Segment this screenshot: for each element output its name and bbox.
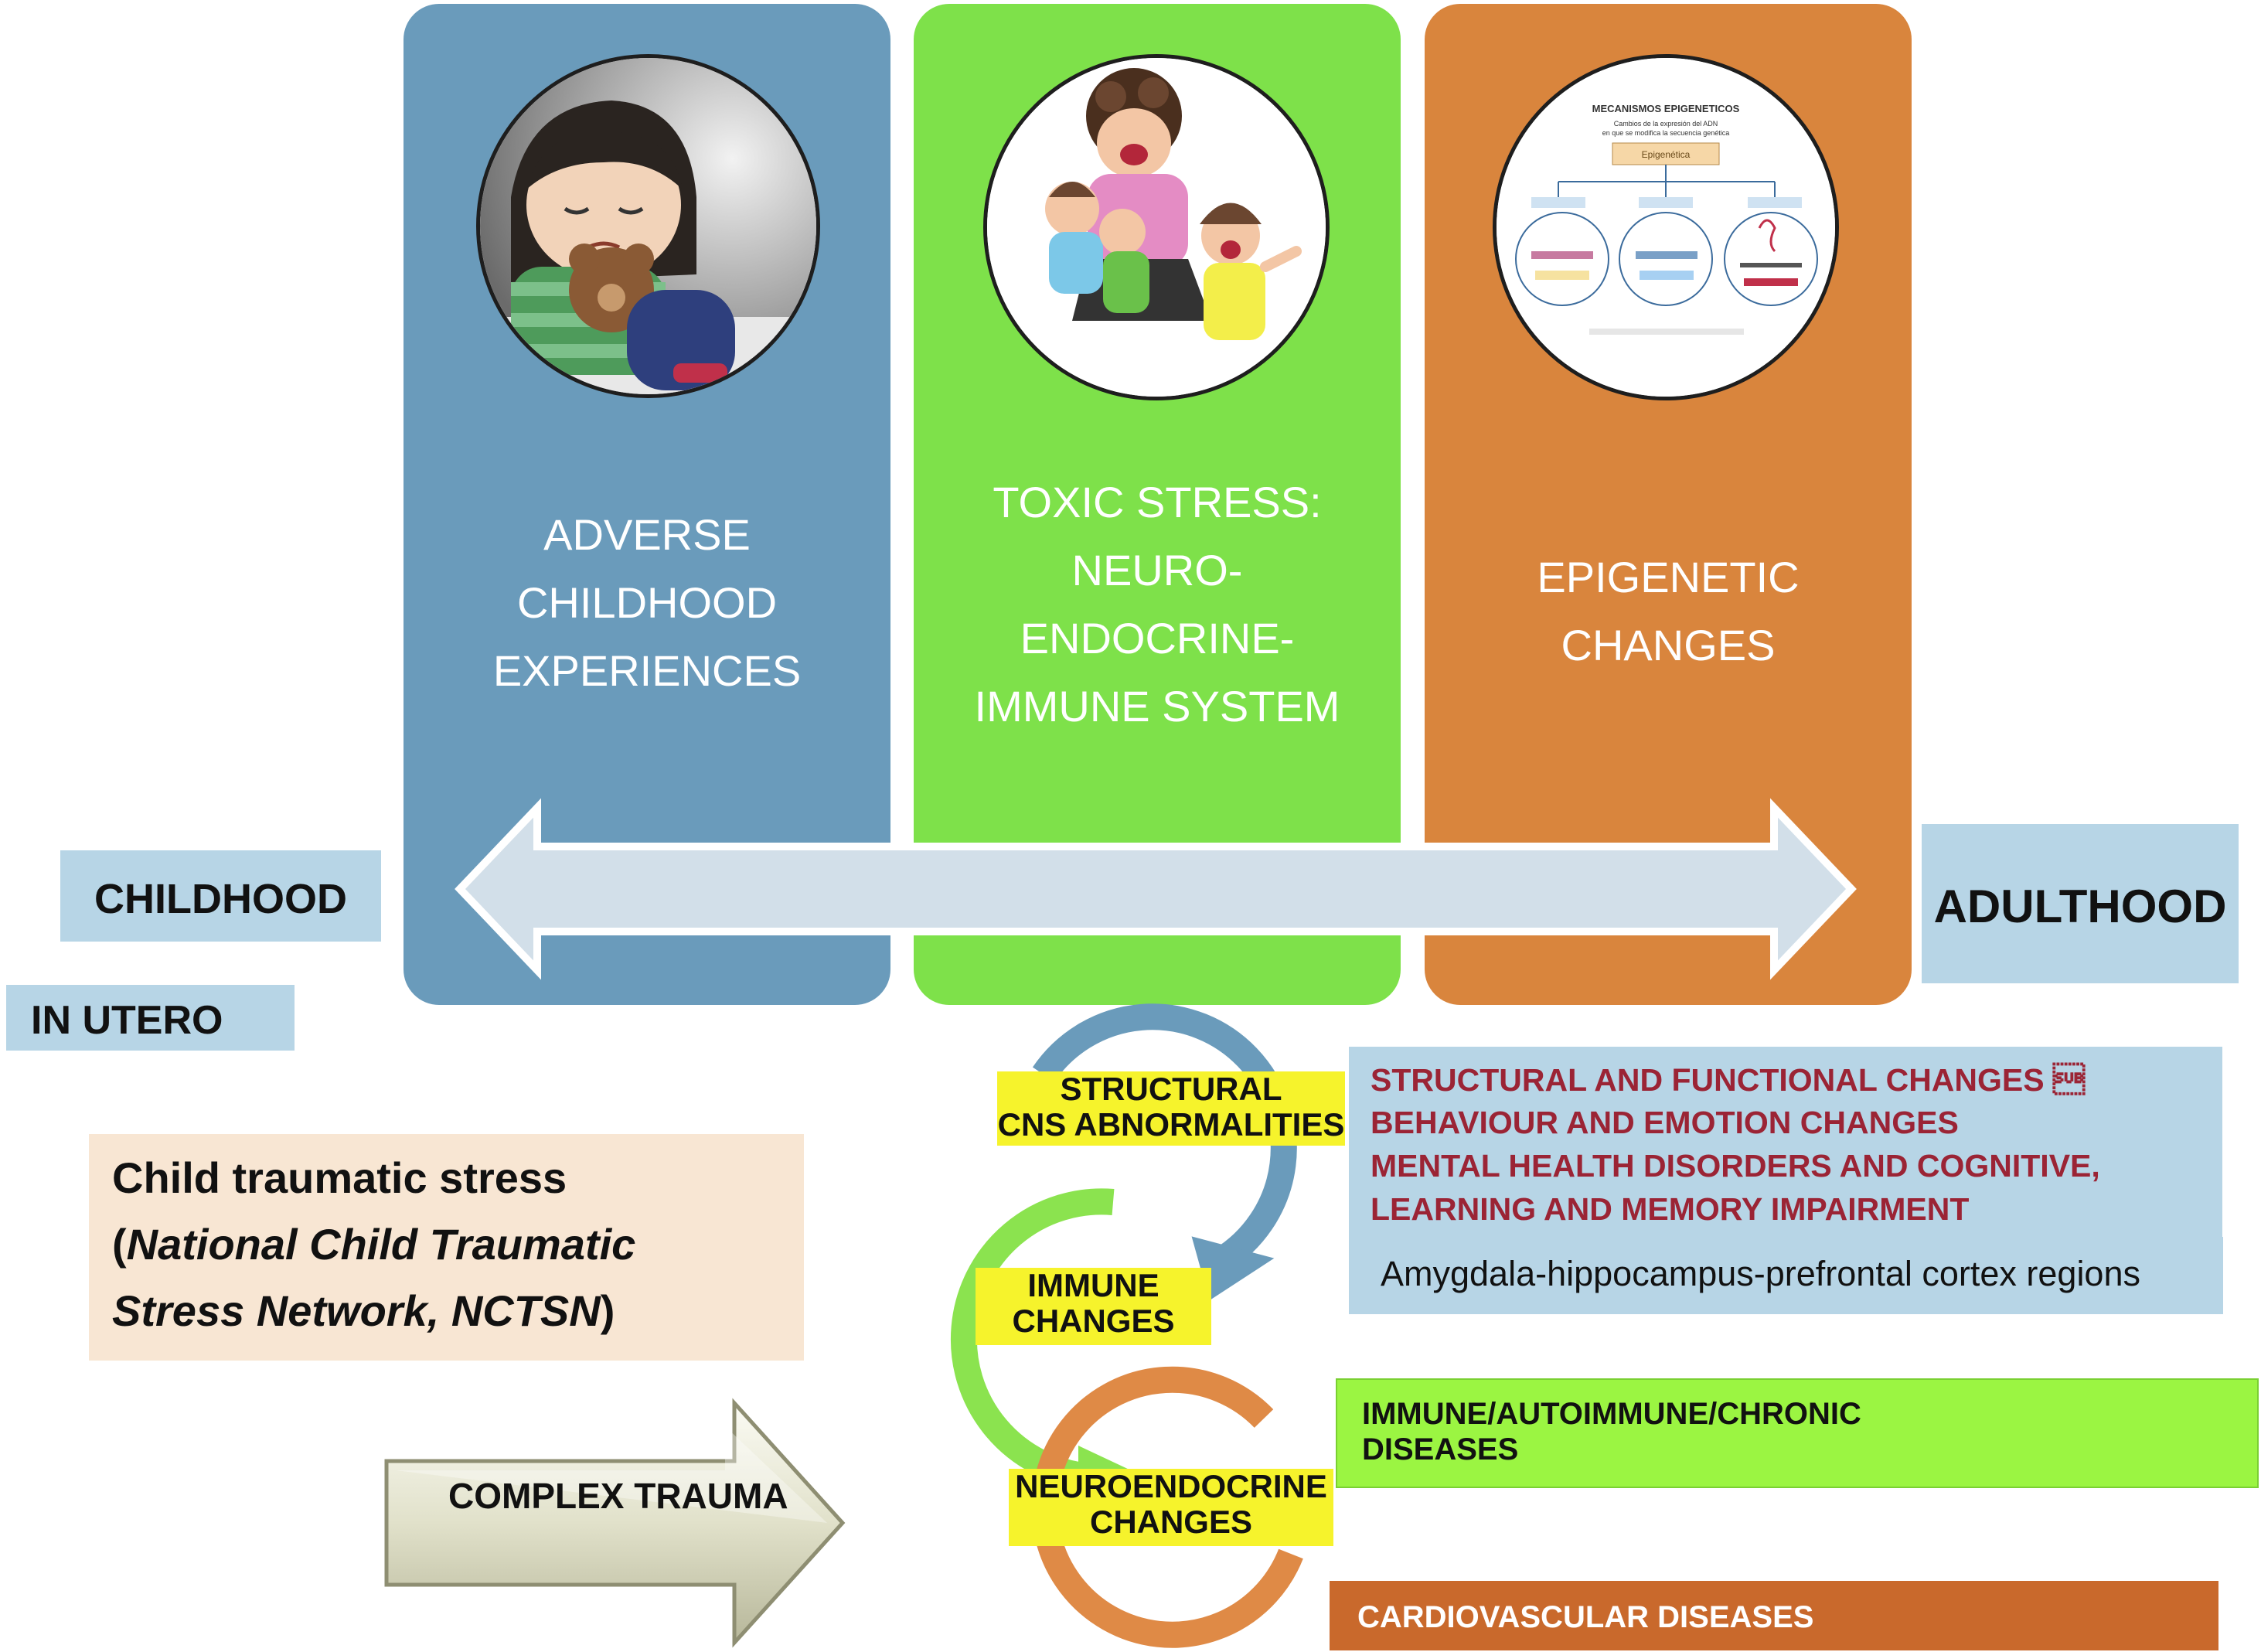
sad-child-illustration xyxy=(476,54,820,398)
epigenetic-inset-subheading-2: en que se modifica la secuencia genética xyxy=(1602,129,1730,137)
definition-close-paren: ) xyxy=(600,1286,615,1335)
immune-diseases-line-1: IMMUNE/AUTOIMMUNE/CHRONIC xyxy=(1362,1397,1861,1431)
toxic-title-line-2: NEURO- xyxy=(1071,546,1243,594)
structural-cns-line-1: STRUCTURAL xyxy=(1060,1071,1282,1107)
in-utero-label: IN UTERO xyxy=(6,985,295,1051)
adulthood-label-text: ADULTHOOD xyxy=(1933,880,2227,932)
immune-changes-line-1: IMMUNE xyxy=(1027,1267,1159,1303)
epigenetic-title-line-1: EPIGENETIC xyxy=(1537,553,1800,601)
epigenetic-inset-heading: MECANISMOS EPIGENETICOS xyxy=(1592,103,1740,114)
epigenetic-title: EPIGENETIC CHANGES xyxy=(1425,543,1912,680)
definition-line-3: Stress Network, NCTSN) xyxy=(112,1286,615,1336)
in-utero-label-text: IN UTERO xyxy=(31,998,223,1043)
structural-cns-label: STRUCTURAL CNS ABNORMALITIES xyxy=(997,1071,1345,1146)
definition-line-2: (National Child Traumatic xyxy=(112,1219,635,1269)
childhood-label: CHILDHOOD xyxy=(60,850,381,942)
immune-diseases-bar: IMMUNE/AUTOIMMUNE/CHRONIC DISEASES xyxy=(1336,1378,2259,1488)
immune-changes-label: IMMUNE CHANGES xyxy=(976,1268,1211,1345)
structural-outcomes-line-4: LEARNING AND MEMORY IMPAIRMENT xyxy=(1371,1191,1970,1227)
adverse-title-line-1: ADVERSE xyxy=(543,510,751,559)
timeline-double-arrow xyxy=(455,798,1857,980)
brain-regions-text: Amygdala-hippocampus-prefrontal cortex r… xyxy=(1381,1254,2140,1293)
epigenetic-title-line-2: CHANGES xyxy=(1561,621,1776,669)
epigenetic-mechanisms-illustration: MECANISMOS EPIGENETICOS Cambios de la ex… xyxy=(1493,54,1839,400)
definition-box: Child traumatic stress (National Child T… xyxy=(89,1134,804,1361)
brain-regions-bg xyxy=(1350,1237,2223,1314)
adulthood-label: ADULTHOOD xyxy=(1922,824,2239,983)
cardiovascular-diseases-bar: CARDIOVASCULAR DISEASES xyxy=(1330,1581,2218,1650)
definition-open-paren: ( xyxy=(112,1220,127,1269)
cardiovascular-diseases-text: CARDIOVASCULAR DISEASES xyxy=(1357,1600,1814,1634)
epigenetic-inset-center-box: Epigenética xyxy=(1642,149,1691,160)
structural-outcomes-line-1: STRUCTURAL AND FUNCTIONAL CHANGES  xyxy=(1371,1062,2086,1098)
structural-outcomes-line-3: MENTAL HEALTH DISORDERS AND COGNITIVE, xyxy=(1371,1148,2100,1184)
neuroendocrine-changes-label: NEUROENDOCRINE CHANGES xyxy=(1009,1469,1333,1546)
definition-line-1: Child traumatic stress xyxy=(112,1153,567,1202)
adverse-title-line-3: EXPERIENCES xyxy=(492,646,802,695)
adverse-title: ADVERSE CHILDHOOD EXPERIENCES xyxy=(404,501,890,705)
epigenetic-inset-subheading-1: Cambios de la expresión del ADN xyxy=(1614,120,1718,128)
brain-regions-box: Amygdala-hippocampus-prefrontal cortex r… xyxy=(1349,1237,2225,1314)
toxic-title-line-1: TOXIC STRESS: xyxy=(993,478,1322,526)
complex-trauma-arrow xyxy=(384,1398,846,1648)
neuroendocrine-changes-line-2: CHANGES xyxy=(1089,1504,1253,1540)
structural-outcomes-line-2: BEHAVIOUR AND EMOTION CHANGES xyxy=(1371,1105,1959,1140)
stressed-family-illustration xyxy=(983,54,1330,400)
brain-regions-edge xyxy=(2223,1237,2225,1314)
childhood-label-text: CHILDHOOD xyxy=(94,876,347,922)
adverse-title-line-2: CHILDHOOD xyxy=(516,578,778,627)
toxic-title-line-4: IMMUNE SYSTEM xyxy=(974,682,1340,731)
toxic-stress-title: TOXIC STRESS: NEURO- ENDOCRINE- IMMUNE S… xyxy=(914,468,1401,741)
neuroendocrine-changes-line-1: NEUROENDOCRINE xyxy=(1015,1468,1327,1504)
immune-changes-line-2: CHANGES xyxy=(1012,1303,1175,1339)
toxic-title-line-3: ENDOCRINE- xyxy=(1020,614,1295,663)
immune-diseases-line-2: DISEASES xyxy=(1362,1432,1519,1466)
structural-cns-line-2: CNS ABNORMALITIES xyxy=(997,1106,1345,1143)
definition-source-italic-1: National Child Traumatic xyxy=(126,1220,636,1269)
definition-source-italic-2: Stress Network, NCTSN xyxy=(112,1286,601,1335)
complex-trauma-label: COMPLEX TRAUMA xyxy=(448,1476,788,1516)
